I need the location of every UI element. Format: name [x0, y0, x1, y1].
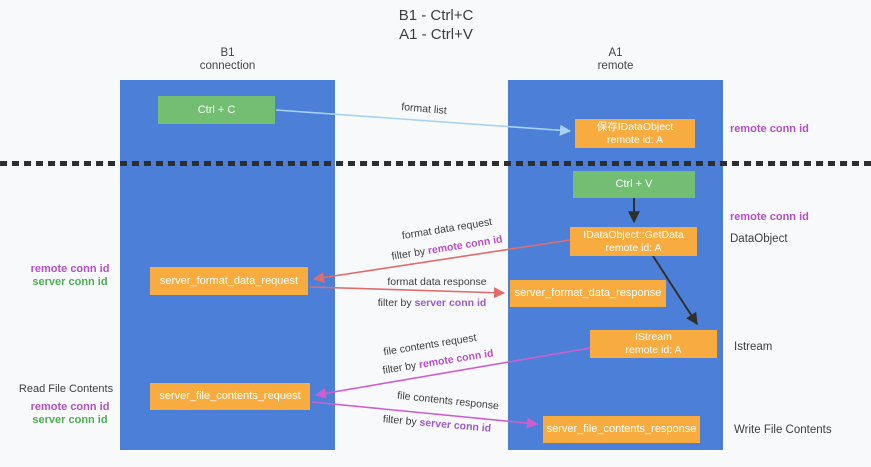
idataobject-getdata-node: IDataObject::GetData remote id: A — [570, 227, 697, 256]
remote-conn-id-annotation-left2: remote conn id — [30, 401, 110, 413]
left-conn-id-group-top: remote conn id server conn id — [22, 263, 118, 289]
left-column-header: B1 connection — [120, 47, 335, 73]
istream-annotation: Istream — [734, 341, 773, 353]
server-conn-id-annotation-left2: server conn id — [32, 414, 108, 426]
save-idataobject-node: 保存IDataObject remote id: A — [575, 119, 695, 148]
server-file-contents-request-label: server_file_contents_request — [159, 390, 301, 402]
dataobject-annotation: DataObject — [730, 233, 788, 245]
istream-node: IStream remote id: A — [590, 330, 717, 358]
arrow-getdata-to-istream — [652, 255, 698, 326]
server-file-contents-response-node: server_file_contents_response — [543, 416, 700, 443]
remote-conn-id-annotation-left: remote conn id — [30, 263, 110, 275]
server-format-data-request-label: server_format_data_request — [159, 274, 299, 287]
right-column-name: A1 — [608, 47, 623, 59]
filter-by-prefix: filter by — [377, 297, 415, 309]
copy-paste-separator-line — [0, 161, 871, 166]
server-conn-id-highlight: server conn id — [414, 297, 487, 309]
istream-line1: IStream — [635, 331, 672, 343]
format-data-response-label: format data response — [387, 276, 487, 288]
arrow-format-list — [275, 109, 572, 136]
right-column-header: A1 remote — [508, 47, 723, 73]
remote-conn-id-annotation-top: remote conn id — [730, 123, 809, 135]
write-file-contents-annotation: Write File Contents — [734, 424, 832, 436]
save-idataobject-line1: 保存IDataObject — [596, 120, 674, 133]
diagram-title-line2: A1 - Ctrl+V — [399, 26, 473, 43]
save-idataobject-line2: remote id: A — [606, 133, 664, 146]
server-format-data-response-node: server_format_data_response — [510, 280, 666, 307]
left-column-role: connection — [199, 60, 256, 72]
diagram-title: B1 - Ctrl+C A1 - Ctrl+V — [336, 6, 536, 44]
left-conn-id-group-bottom: remote conn id server conn id — [22, 401, 118, 427]
server-file-contents-response-label: server_file_contents_response — [546, 423, 697, 435]
read-file-contents-annotation: Read File Contents — [18, 383, 114, 395]
getdata-line1: IDataObject::GetData — [583, 228, 684, 241]
right-column-role: remote — [597, 60, 634, 72]
getdata-line2: remote id: A — [605, 241, 662, 254]
arrow-file-contents-request — [314, 347, 591, 399]
server-file-contents-request-node: server_file_contents_request — [150, 383, 310, 410]
ctrl-c-label: Ctrl + C — [197, 103, 236, 116]
server-conn-id-annotation-left: server conn id — [32, 276, 108, 288]
arrow-format-data-request — [312, 239, 571, 284]
arrow-format-data-response — [309, 286, 506, 299]
remote-conn-id-annotation-mid: remote conn id — [730, 211, 809, 223]
server-format-data-request-node: server_format_data_request — [150, 267, 308, 295]
left-column-name: B1 — [220, 47, 235, 59]
ctrl-v-label: Ctrl + V — [615, 178, 653, 190]
format-data-response-filter-label: filter by server conn id — [378, 297, 487, 309]
arrow-file-contents-response — [311, 401, 539, 429]
diagram-title-line1: B1 - Ctrl+C — [398, 7, 474, 24]
ctrl-c-node: Ctrl + C — [158, 96, 275, 124]
ctrl-v-node: Ctrl + V — [573, 171, 695, 198]
server-format-data-response-label: server_format_data_response — [514, 287, 662, 299]
istream-line2: remote id: A — [625, 344, 682, 356]
